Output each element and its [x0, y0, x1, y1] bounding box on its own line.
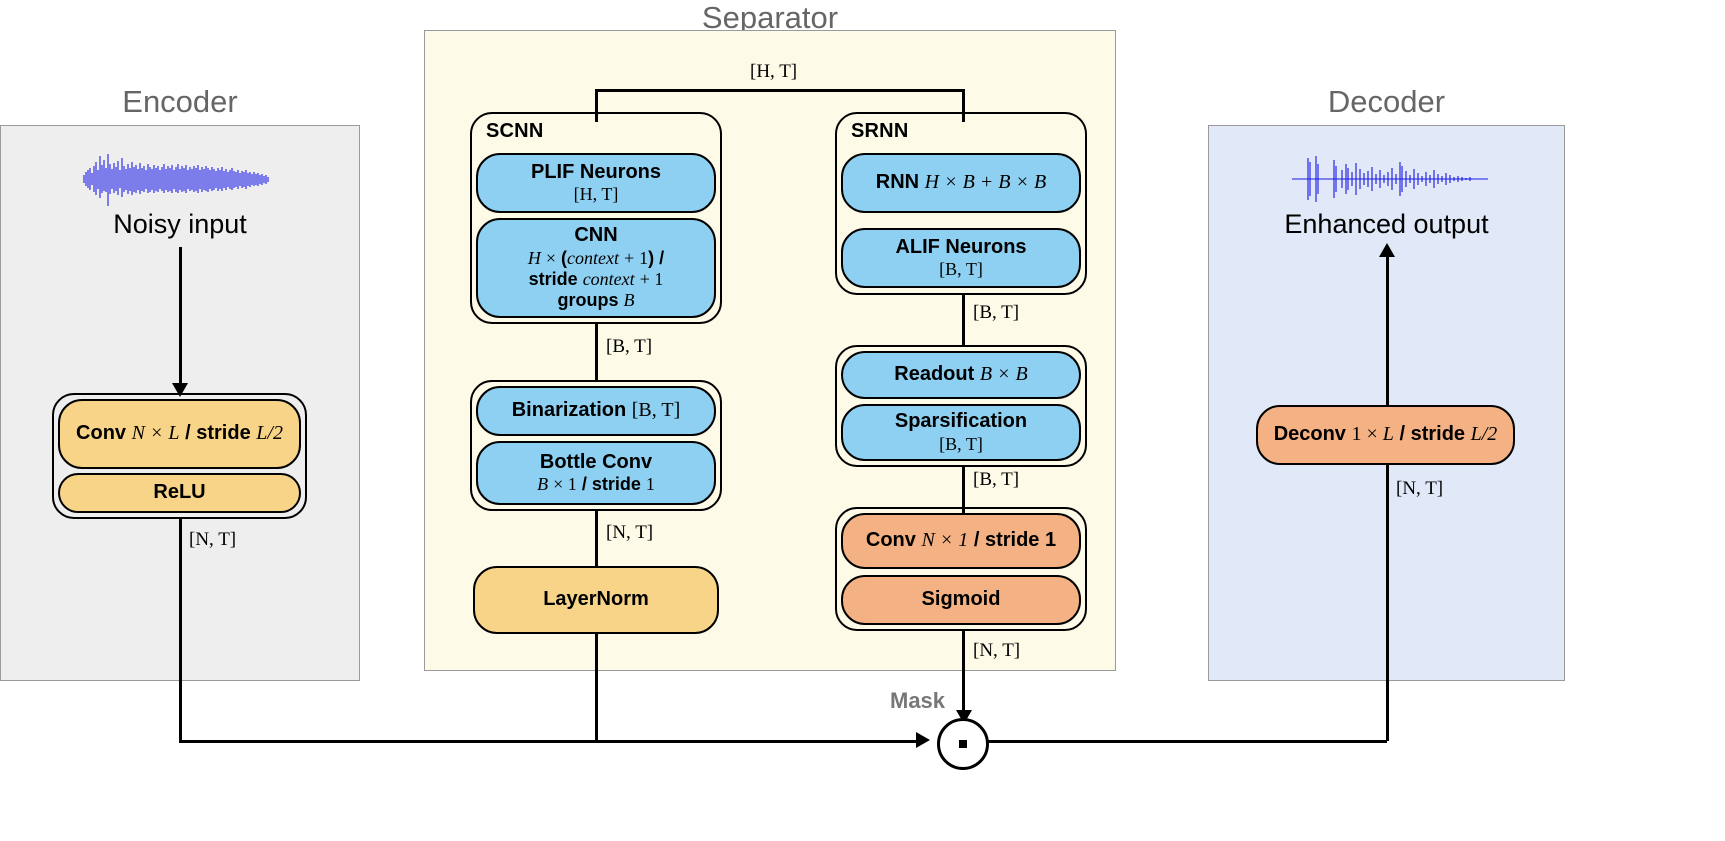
decoder-deconv-label: Deconv 1 × L / stride L/2 [1273, 423, 1498, 446]
noisy-input-label: Noisy input [113, 209, 247, 239]
encoder-conv-label: Conv N × L / stride L/2 [76, 422, 283, 445]
encoder-block-group [52, 393, 307, 519]
mask-line [962, 631, 965, 716]
scnn-group-label: SCNN [486, 120, 544, 142]
feedback-vline-right [962, 89, 965, 122]
scnn-plif-node[interactable]: PLIF Neurons [H, T] [476, 153, 716, 213]
enhanced-output-waveform [1292, 156, 1488, 202]
encoder-relu-label: ReLU [153, 481, 206, 504]
encoder-input-arrow-line [178, 247, 182, 386]
srnn-conv-group [835, 507, 1087, 631]
srnn-group [835, 112, 1087, 295]
srnn-sparsification-dim: [B, T] [939, 433, 983, 454]
srnn-alif-dim: [B, T] [939, 259, 983, 280]
scnn-layernorm-node[interactable]: LayerNorm [473, 566, 719, 634]
srnn-conv-node[interactable]: Conv N × 1 / stride 1 [841, 513, 1081, 569]
feedback-dim-label: [H, T] [750, 61, 798, 82]
noisy-input-waveform [83, 154, 269, 206]
scnn-cnn-stride: stride context + 1 [528, 269, 664, 290]
decoder-output-line [1385, 255, 1389, 405]
scnn-plif-label: PLIF Neurons [530, 160, 661, 183]
srnn-readout-group [835, 345, 1087, 467]
scnn-binarization-label: Binarization [B, T] [511, 399, 681, 422]
separator-title: Separator [701, 0, 839, 35]
srnn-dim1-line [962, 295, 965, 345]
srnn-readout-label: Readout B × B [894, 363, 1028, 386]
srnn-rnn-label: RNN H × B + B × B [875, 171, 1047, 194]
srnn-dim1-label: [B, T] [973, 302, 1020, 323]
srnn-alif-node[interactable]: ALIF Neurons [B, T] [841, 228, 1081, 288]
scnn-mid-dim: [B, T] [606, 336, 653, 357]
bottom-bus-left [178, 739, 924, 743]
srnn-group-label: SRNN [851, 120, 909, 142]
encoder-conv-node[interactable]: Conv N × L / stride L/2 [58, 399, 301, 469]
bottom-bus-right [983, 739, 1387, 743]
srnn-sparsification-node[interactable]: Sparsification [B, T] [841, 404, 1081, 461]
scnn-group [470, 112, 722, 324]
decoder-output-arrow-head [1379, 243, 1395, 257]
decoder-in-dim: [N, T] [1396, 478, 1444, 499]
scnn-cnn-label: CNN [574, 224, 618, 247]
feedback-hline [595, 89, 965, 92]
srnn-dim2-line [962, 467, 965, 513]
scnn-bin-group [470, 380, 722, 511]
scnn-binarization-node[interactable]: Binarization [B, T] [476, 386, 716, 436]
scnn-bottleconv-node[interactable]: Bottle Conv B × 1 / stride 1 [476, 441, 716, 505]
srnn-sigmoid-node[interactable]: Sigmoid [841, 575, 1081, 625]
scnn-cnn-groups: groups B [557, 290, 635, 311]
decoder-title: Decoder [1327, 84, 1446, 119]
decoder-deconv-node[interactable]: Deconv 1 × L / stride L/2 [1256, 405, 1515, 465]
scnn-out-line [595, 511, 598, 566]
enhanced-output-label: Enhanced output [1284, 209, 1489, 239]
encoder-output-line [178, 519, 182, 741]
mask-label: Mask [890, 688, 946, 713]
scnn-bottleconv-shape: B × 1 / stride 1 [537, 474, 655, 495]
srnn-readout-node[interactable]: Readout B × B [841, 351, 1081, 399]
srnn-sigmoid-label: Sigmoid [921, 588, 1001, 611]
encoder-relu-node[interactable]: ReLU [58, 473, 301, 513]
srnn-out-dim: [N, T] [973, 640, 1021, 661]
encoder-output-dim: [N, T] [189, 529, 237, 550]
scnn-layernorm-label: LayerNorm [543, 588, 649, 611]
scnn-mid-line [595, 324, 598, 380]
srnn-rnn-node[interactable]: RNN H × B + B × B [841, 153, 1081, 213]
scnn-bottleconv-label: Bottle Conv [539, 450, 653, 473]
multiply-node[interactable] [937, 718, 989, 770]
scnn-cnn-node[interactable]: CNN H × (context + 1) / stride context +… [476, 218, 716, 318]
srnn-sparsification-label: Sparsification [894, 410, 1028, 433]
decoder-input-line [1385, 465, 1389, 741]
feedback-vline-left [595, 89, 598, 122]
srnn-conv-label: Conv N × 1 / stride 1 [865, 529, 1057, 552]
scnn-plif-dim: [H, T] [573, 184, 619, 205]
srnn-dim2-label: [B, T] [973, 469, 1020, 490]
scnn-out-dim: [N, T] [606, 522, 654, 543]
srnn-alif-label: ALIF Neurons [895, 235, 1027, 258]
encoder-title: Encoder [122, 84, 238, 119]
bottom-bus-arrow-head [916, 732, 930, 748]
layernorm-out-line [595, 634, 598, 741]
scnn-cnn-shape: H × (context + 1) / [527, 247, 665, 268]
